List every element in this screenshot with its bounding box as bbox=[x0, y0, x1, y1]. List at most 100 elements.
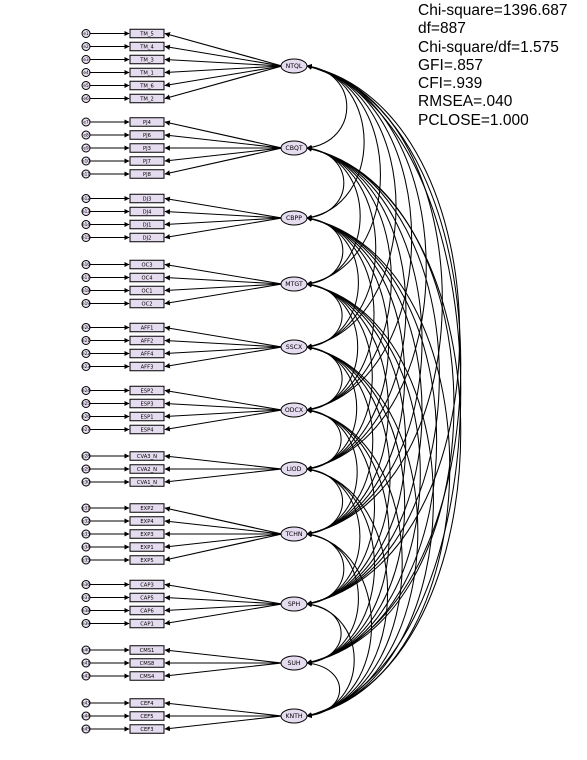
indicator-label-oc3: OC3 bbox=[141, 262, 152, 268]
fit-stat-pclose: PCLOSE=1.000 bbox=[418, 111, 529, 129]
indicator-box-aff3 bbox=[129, 361, 165, 372]
covariance-mtgt-sph bbox=[306, 282, 407, 606]
latent-knth bbox=[280, 708, 308, 724]
error-term-esp2 bbox=[81, 386, 91, 395]
error-label-e26: e26 bbox=[82, 414, 90, 419]
error-label-e33: e33 bbox=[82, 532, 90, 537]
loading-path-pj7 bbox=[164, 147, 283, 164]
latent-odcx bbox=[280, 402, 308, 418]
error-label-e22: e22 bbox=[82, 351, 90, 356]
indicator-box-pj3 bbox=[129, 143, 165, 153]
indicator-label-cva1-n: CVA1_N bbox=[137, 480, 157, 486]
covariance-cbqt-tchn bbox=[306, 146, 423, 536]
covariance-odcx-suh bbox=[306, 408, 390, 665]
loading-path-esp3 bbox=[164, 401, 283, 411]
latent-label-tchn: TCHN bbox=[284, 531, 302, 538]
indicator-label-cms8: CMS8 bbox=[140, 661, 155, 667]
loading-path-cef4 bbox=[164, 700, 283, 717]
covariance-mtgt-suh bbox=[306, 282, 421, 665]
indicator-box-cva1-n bbox=[129, 477, 165, 487]
error-label-e15: e15 bbox=[82, 235, 90, 240]
latent-label-mtgt: MTGT bbox=[285, 281, 303, 288]
fit-stat-gfi: GFI=.857 bbox=[418, 56, 484, 74]
covariance-cbpp-tchn bbox=[306, 216, 406, 536]
latent-mtgt bbox=[280, 276, 308, 292]
loading-path-aff2 bbox=[164, 338, 283, 348]
error-label-e37: e37 bbox=[82, 595, 90, 600]
indicator-box-exp4 bbox=[129, 516, 165, 526]
error-label-e29: e29 bbox=[82, 467, 90, 472]
indicator-label-tm-5: TM_5 bbox=[139, 31, 154, 37]
indicator-box-cef5 bbox=[129, 711, 165, 721]
error-term-pj6 bbox=[81, 130, 91, 140]
latent-sph bbox=[280, 596, 308, 612]
indicator-box-esp1 bbox=[129, 411, 165, 422]
covariance-cbpp-odcx bbox=[306, 216, 375, 412]
covariance-sscx-knth bbox=[306, 345, 419, 718]
loading-path-exp5 bbox=[164, 533, 283, 562]
error-term-cva1-n bbox=[81, 477, 91, 487]
error-term-cms8 bbox=[81, 658, 91, 668]
indicator-box-cap6 bbox=[129, 605, 165, 616]
error-term-dj2 bbox=[81, 233, 91, 242]
covariance-odcx-knth bbox=[306, 408, 403, 718]
indicator-box-pj8 bbox=[129, 169, 165, 179]
loading-path-cap1 bbox=[164, 603, 283, 626]
loading-path-oc1 bbox=[164, 283, 283, 293]
indicator-box-cap1 bbox=[129, 618, 165, 629]
error-label-e28: e28 bbox=[82, 454, 90, 459]
indicator-box-cms8 bbox=[129, 658, 165, 668]
covariance-cbpp-knth bbox=[306, 216, 451, 718]
indicator-label-dj3: DJ3 bbox=[143, 196, 152, 202]
fit-stat-chi-square-df: Chi-square/df=1.575 bbox=[418, 38, 559, 56]
loading-path-cap3 bbox=[164, 582, 283, 605]
indicator-label-dj4: DJ4 bbox=[143, 209, 153, 215]
indicator-label-pj8: PJ8 bbox=[143, 172, 151, 178]
indicator-label-cap5: CAP5 bbox=[140, 595, 154, 601]
loading-path-dj4 bbox=[164, 209, 283, 219]
error-term-aff3 bbox=[81, 362, 91, 371]
covariance-liod-knth bbox=[306, 467, 388, 718]
model-fit-statistics: Chi-square=1396.687 df=887 Chi-square/df… bbox=[418, 2, 568, 130]
indicator-box-oc4 bbox=[129, 272, 165, 283]
loading-path-exp2 bbox=[164, 506, 283, 535]
error-term-aff4 bbox=[81, 349, 91, 358]
latent-label-knth: KNTH bbox=[285, 713, 302, 720]
error-term-cap3 bbox=[81, 580, 91, 589]
indicator-label-oc2: OC2 bbox=[141, 301, 152, 307]
indicator-label-dj1: DJ1 bbox=[143, 222, 152, 228]
factor-loading-paths bbox=[90, 31, 283, 732]
indicator-label-cva3-n: CVA3_N bbox=[137, 454, 157, 460]
loading-path-cva1-n bbox=[164, 468, 283, 485]
latent-sscx bbox=[280, 339, 308, 355]
indicator-label-cef5: CEF5 bbox=[140, 714, 153, 720]
error-label-e10: e10 bbox=[82, 159, 90, 164]
indicator-label-oc1: OC1 bbox=[141, 288, 152, 294]
latent-label-cbpp: CBPP bbox=[286, 215, 302, 222]
error-label-e16: e16 bbox=[82, 262, 90, 267]
indicator-label-aff1: AFF1 bbox=[141, 325, 154, 331]
covariance-mtgt-knth bbox=[306, 282, 434, 718]
loading-path-exp4 bbox=[164, 518, 283, 535]
error-term-cap1 bbox=[81, 619, 91, 628]
indicator-box-cms4 bbox=[129, 671, 165, 681]
covariance-sph-knth bbox=[306, 602, 355, 718]
loading-path-esp4 bbox=[164, 409, 283, 432]
loading-path-tm-1 bbox=[164, 65, 283, 75]
error-term-tm-6 bbox=[81, 81, 91, 90]
error-term-dj4 bbox=[81, 207, 91, 216]
indicator-label-cap1: CAP1 bbox=[140, 621, 154, 627]
indicator-label-pj3: PJ3 bbox=[143, 146, 151, 152]
error-label-e2: e2 bbox=[83, 44, 89, 49]
indicator-box-exp5 bbox=[129, 555, 165, 565]
error-term-exp3 bbox=[81, 529, 91, 539]
latent-label-sph: SPH bbox=[288, 601, 301, 608]
covariance-cbpp-sph bbox=[306, 216, 423, 606]
indicator-box-exp1 bbox=[129, 542, 165, 552]
indicator-box-exp2 bbox=[129, 503, 165, 513]
indicator-label-aff3: AFF3 bbox=[141, 364, 154, 370]
covariance-cbqt-odcx bbox=[306, 146, 392, 412]
indicator-box-pj6 bbox=[129, 130, 165, 140]
error-term-oc2 bbox=[81, 299, 91, 308]
indicator-label-tm-4: TM_4 bbox=[139, 44, 154, 50]
